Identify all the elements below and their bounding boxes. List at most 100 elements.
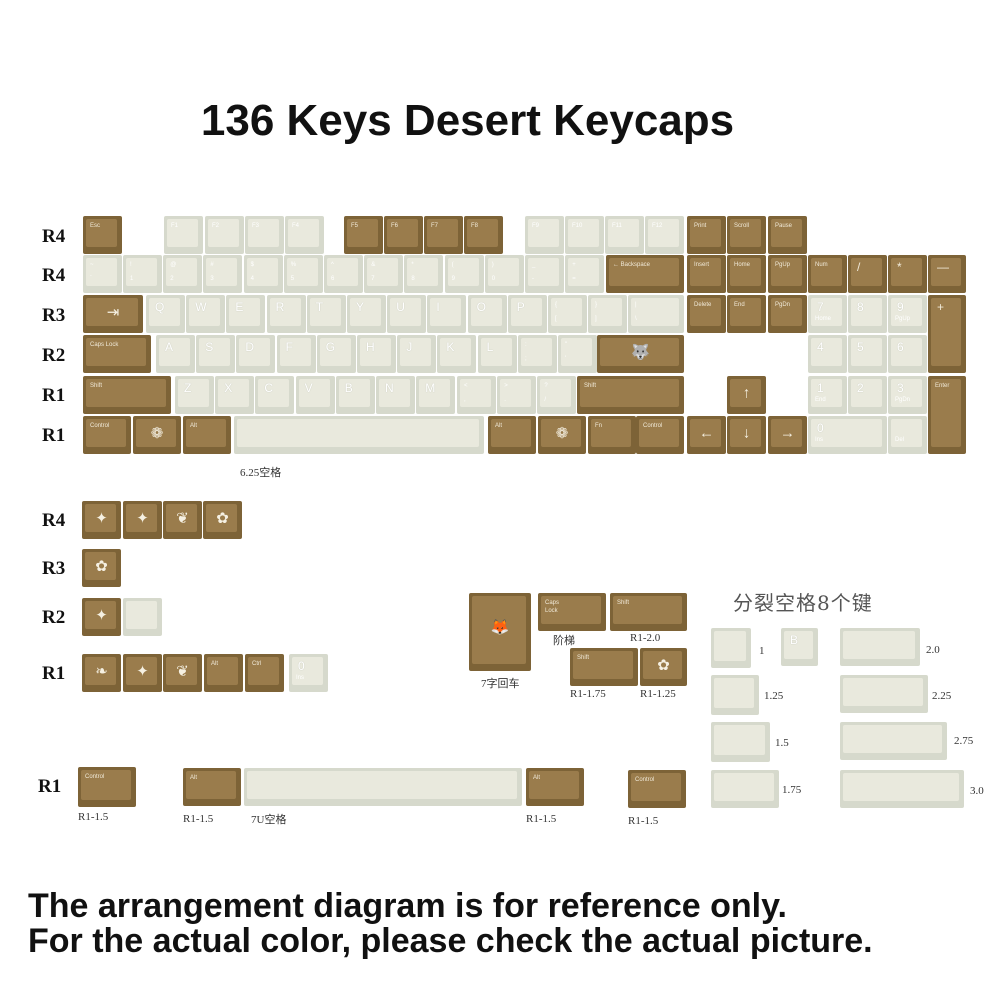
keycap-legend: K (446, 340, 455, 354)
keycap-sublegend: 5 (290, 276, 295, 282)
key-numpad: 4 (808, 335, 847, 373)
key-capslock: Caps Lock (83, 335, 151, 373)
keycap-legend: Alt (533, 775, 541, 781)
key-letter: L (477, 335, 517, 373)
keycap-legend: Y (356, 300, 365, 314)
keycap-top (86, 258, 117, 286)
key-punct: "' (558, 335, 597, 373)
keycap-top (931, 258, 961, 286)
keycap-top (714, 631, 746, 661)
keycap-top (279, 338, 311, 366)
keycap-legend: Ctrl (252, 661, 262, 667)
keycap-top (467, 219, 498, 247)
key-f1: F1 (164, 216, 203, 254)
keycap-top (288, 219, 319, 247)
key-punct: <, (457, 376, 496, 414)
keycap-legend: 3 (897, 381, 904, 395)
key-f10: F10 (565, 216, 604, 254)
keycap-legend: F1 (171, 223, 179, 229)
keycap-top (714, 725, 765, 755)
keycap-top (528, 219, 559, 247)
keycap-legend: 4 (817, 340, 824, 354)
key-f9: F9 (525, 216, 564, 254)
keycap-top (86, 298, 138, 326)
keycap-top (851, 298, 882, 326)
key-number: %5 (283, 255, 323, 293)
key-letter: S (196, 335, 236, 373)
keycap-top (851, 338, 882, 366)
key-f6: F6 (384, 216, 423, 254)
keycap-top (568, 258, 600, 286)
keycap-top (86, 219, 117, 247)
keycap-legend: Z (184, 381, 192, 395)
keycap-legend: Shift (617, 600, 630, 606)
keycap-top (730, 298, 761, 326)
keycap-sublegend: PgDn (895, 397, 911, 403)
keycap-top (126, 258, 157, 286)
keycap-legend: Fn (595, 423, 603, 429)
key-numpad-del: Del (888, 416, 927, 454)
keycap-legend: ~ (90, 262, 94, 268)
keycap-top (427, 219, 458, 247)
key-print: Print (687, 216, 726, 254)
arrow-down-icon: ↓ (742, 424, 751, 442)
keycap-legend: Insert (694, 262, 710, 268)
caption-7u-space: 7U空格 (251, 814, 287, 826)
caption-r1-15: R1-1.5 (78, 811, 109, 823)
keycap-top (208, 219, 239, 247)
keycap-top (811, 338, 842, 366)
keycap-legend: X (224, 381, 233, 395)
key-novelty: ✿ (203, 501, 242, 539)
keycap-legend: Print (694, 223, 707, 229)
keycap-top (85, 657, 116, 685)
keycap-sublegend: ] (595, 316, 597, 322)
keycap-top (609, 258, 679, 286)
keycap-top (258, 379, 290, 407)
keycap-legend: ! (130, 262, 132, 268)
keycap-legend: $ (250, 262, 254, 268)
key-alt-15: Alt (183, 768, 241, 806)
keycap-legend: F5 (351, 223, 359, 229)
keycap-top (487, 258, 519, 286)
keycap-sublegend: . (504, 397, 506, 403)
keycap-legend: _ (532, 262, 536, 268)
keycap-top (309, 298, 341, 326)
keycap-top (166, 657, 197, 685)
keycap-sublegend: - (532, 276, 534, 282)
keycap-legend: : (525, 342, 527, 348)
keycap-legend: { (555, 302, 558, 308)
keycap-top (126, 504, 157, 532)
keycap-top (931, 298, 961, 366)
key-f12: F12 (645, 216, 684, 254)
keycap-legend: ( (451, 262, 454, 268)
key-letter: H (357, 335, 396, 373)
fox-face-icon: ✦ (95, 509, 108, 527)
key-novelty: ✦ (82, 598, 121, 636)
split-space-title: 分裂空格8个键 (733, 591, 873, 615)
caption-r1-15: R1-1.5 (628, 815, 659, 827)
key-letter: N (376, 376, 415, 414)
keycap-top (730, 219, 761, 247)
keycap-sublegend: Home (815, 316, 832, 322)
keycap-legend: F4 (292, 223, 300, 229)
key-shift-175: Shift (570, 648, 638, 686)
keycap-sublegend: Ins (296, 675, 305, 681)
keycap-legend: 5 (857, 340, 864, 354)
key-numpad: 6 (888, 335, 927, 373)
keycap-top (730, 419, 761, 447)
fox-portrait-icon: 🦊 (490, 619, 510, 637)
keycap-top (491, 419, 531, 447)
paw-icon: ✿ (657, 656, 670, 674)
key-space-3u (840, 770, 964, 808)
fox-face-icon: ✦ (95, 606, 108, 624)
keycap-legend: Control (643, 423, 663, 429)
keycap-legend: Shift (577, 655, 590, 661)
feather-icon: ❧ (95, 662, 108, 680)
keycap-legend: ? (544, 383, 548, 389)
key-numpad-enter: Enter (928, 376, 966, 454)
row-label: R1 (38, 776, 62, 797)
key-letter: J (397, 335, 437, 373)
key-alt-right: Alt (488, 416, 536, 454)
keycap-top (730, 258, 761, 286)
key-backslash-extra (123, 598, 162, 636)
